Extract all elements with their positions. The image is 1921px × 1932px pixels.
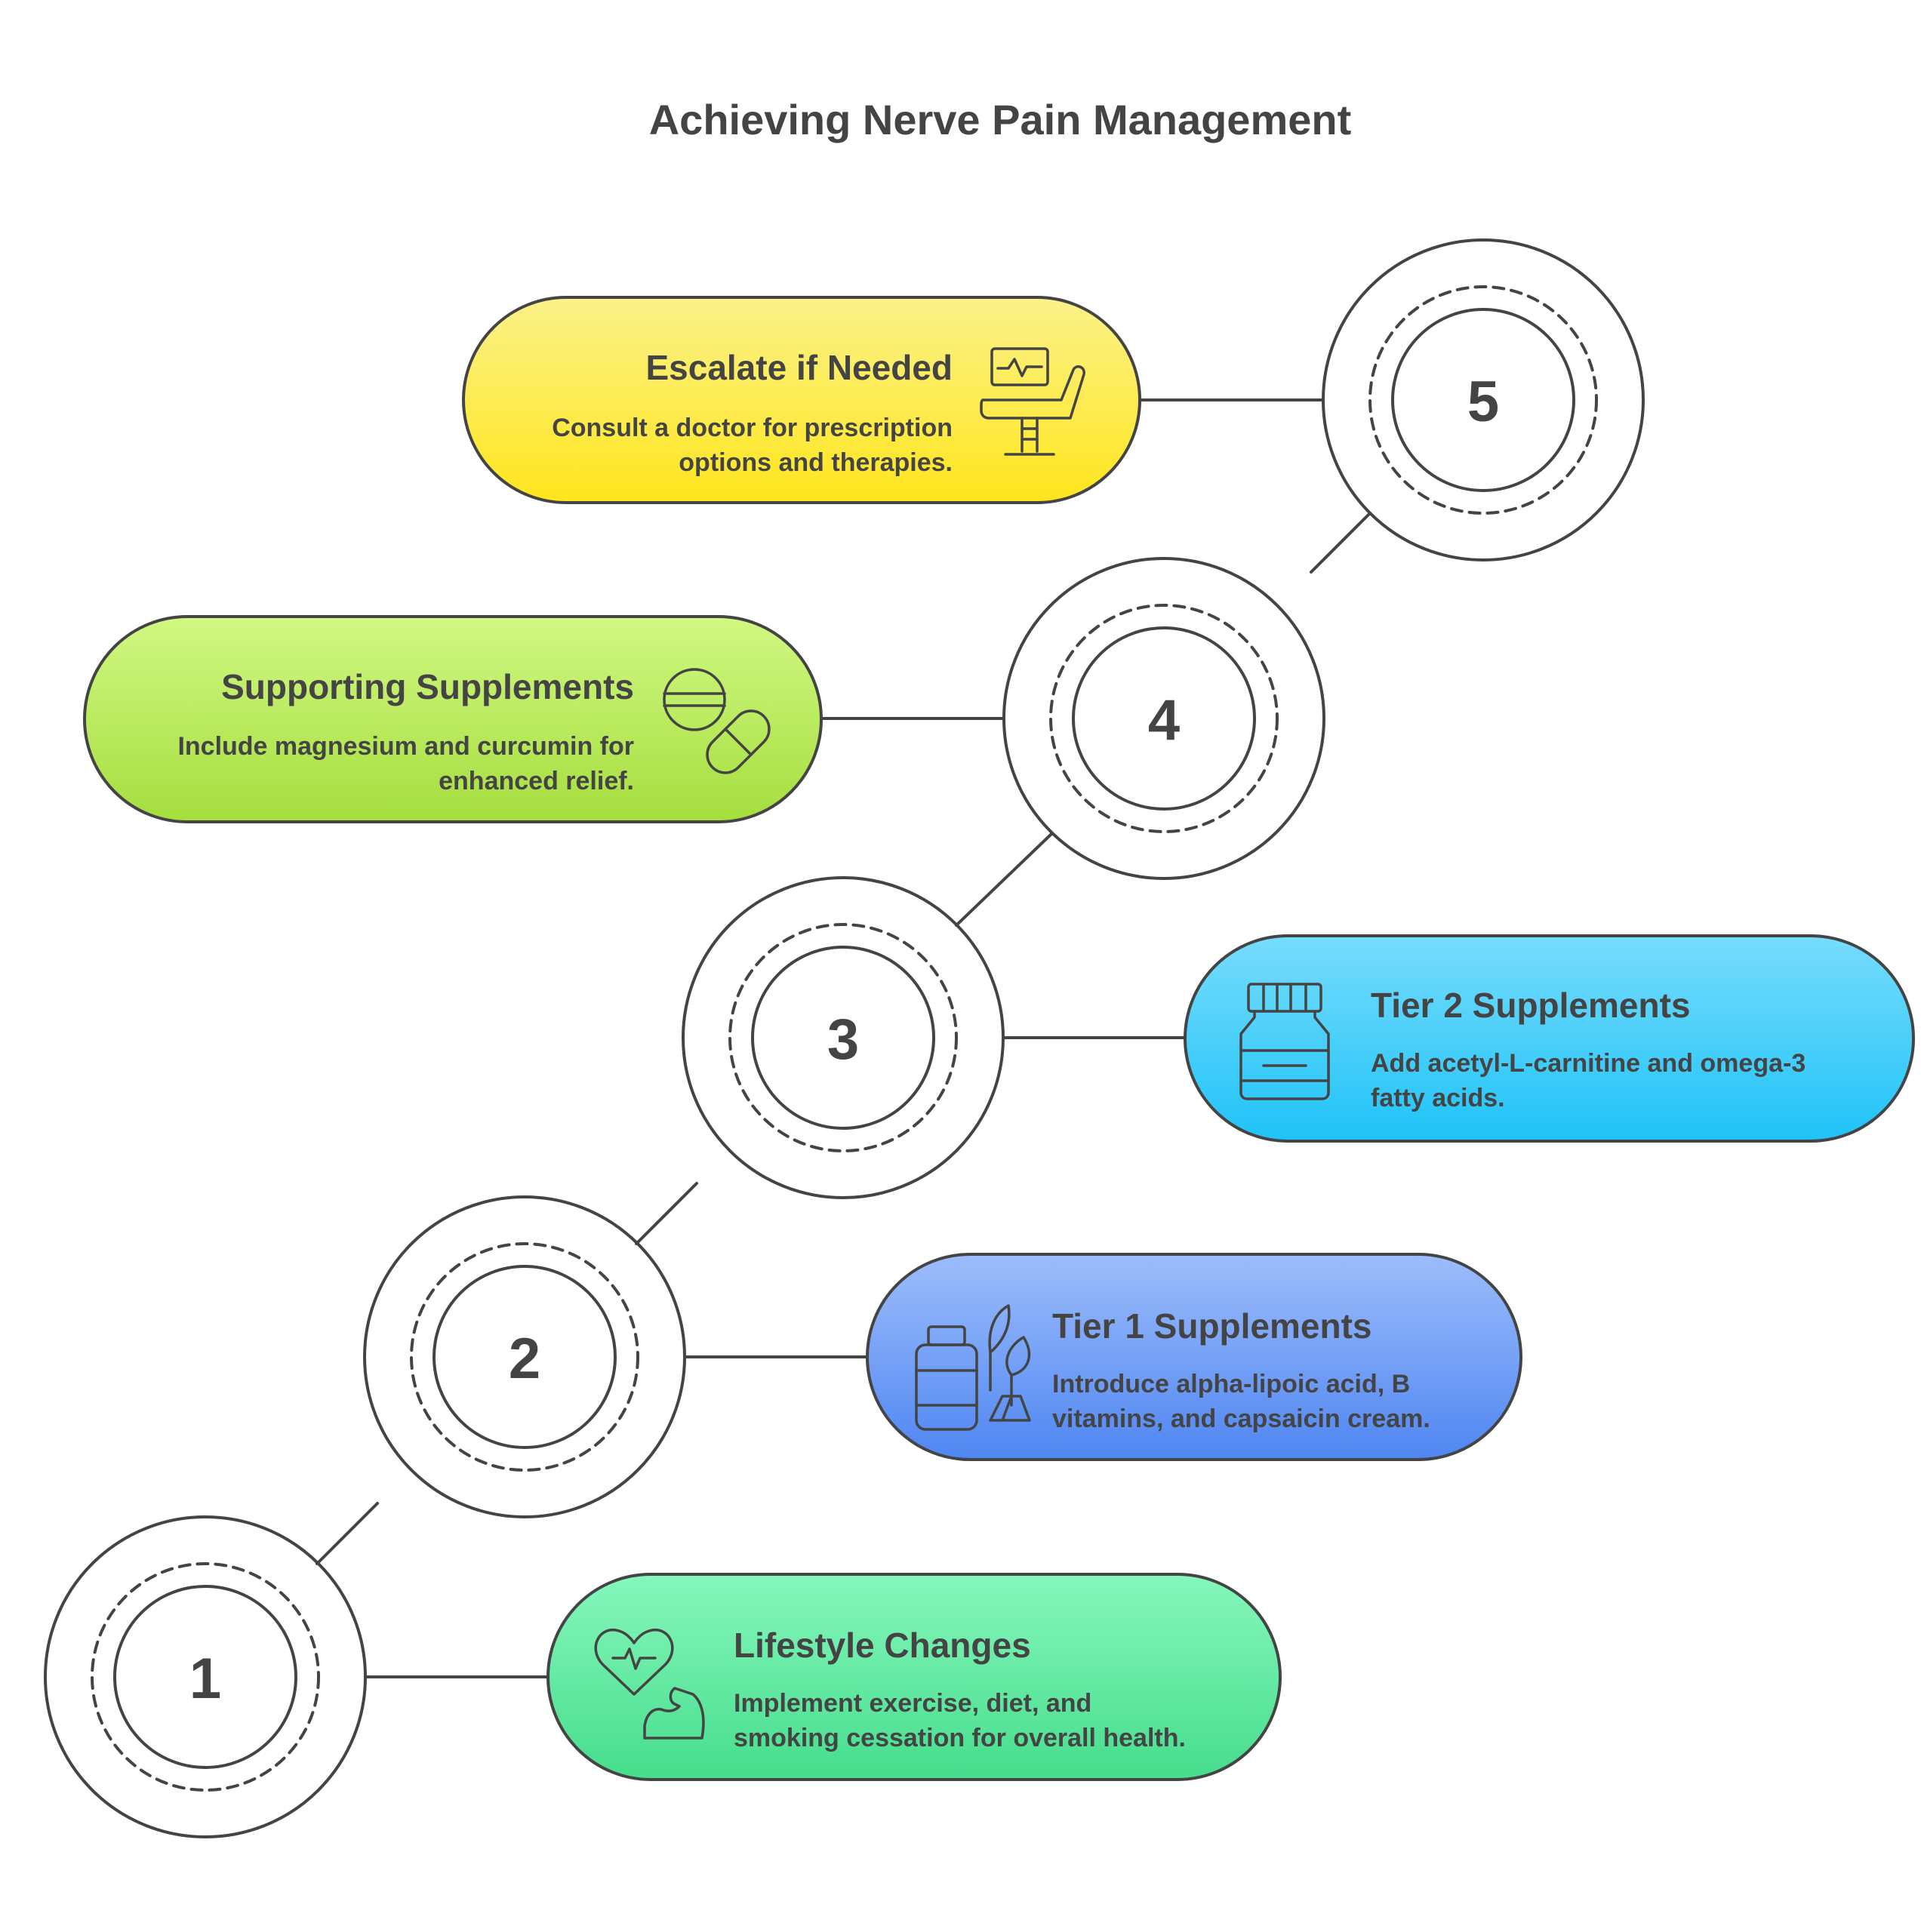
step-4-number: 4 <box>1148 688 1180 752</box>
diagram-title: Achieving Nerve Pain Management <box>649 96 1352 143</box>
step-1: 1 Lifestyle Changes Implement exercise, … <box>44 1515 1282 1838</box>
connector-3-4 <box>955 832 1053 927</box>
step-1-desc-line-1: Implement exercise, diet, and <box>734 1689 1091 1718</box>
supplement-jar-icon <box>1239 983 1330 1100</box>
step-4-card <box>83 615 823 823</box>
step-4: 4 Supporting Supplements Include magnesi… <box>83 557 1325 880</box>
step-3-number: 3 <box>827 1008 859 1072</box>
step-4-desc-line-1: Include magnesium and curcumin for <box>177 732 634 761</box>
step-5: 5 Escalate if Needed Consult a doctor fo… <box>462 238 1645 561</box>
step-2-title: Tier 1 Supplements <box>1052 1306 1372 1346</box>
heart-muscle-icon <box>594 1628 705 1740</box>
step-5-card <box>462 296 1141 504</box>
step-5-desc-line-2: options and therapies. <box>679 448 953 477</box>
connector-2-3 <box>635 1182 698 1245</box>
step-2-desc-line-1: Introduce alpha-lipoic acid, B <box>1052 1370 1410 1398</box>
step-1-title: Lifestyle Changes <box>734 1626 1031 1665</box>
step-3-card <box>1184 934 1915 1143</box>
step-3: 3 Tier 2 Supplements Add acetyl-L-carnit… <box>682 876 1915 1199</box>
bottle-herbs-icon <box>915 1304 1031 1431</box>
step-5-desc-line-1: Consult a doctor for prescription <box>552 414 953 442</box>
step-2-card <box>866 1253 1522 1461</box>
step-5-title: Escalate if Needed <box>645 348 953 387</box>
step-1-card <box>546 1573 1282 1781</box>
step-5-number: 5 <box>1467 370 1499 434</box>
step-4-title: Supporting Supplements <box>221 667 634 706</box>
connector-1-2 <box>316 1502 379 1565</box>
step-3-desc-line-1: Add acetyl-L-carnitine and omega-3 <box>1371 1049 1806 1078</box>
step-2-number: 2 <box>509 1327 540 1391</box>
step-1-desc-line-2: smoking cessation for overall health. <box>734 1724 1186 1752</box>
connector-4-5 <box>1310 512 1371 574</box>
pills-icon <box>663 668 771 774</box>
step-3-desc-line-2: fatty acids. <box>1371 1084 1505 1112</box>
step-2: 2 Tier 1 Supplements Introduce alpha-lip… <box>363 1195 1522 1518</box>
step-4-desc-line-2: enhanced relief. <box>439 767 634 795</box>
step-2-desc-line-2: vitamins, and capsaicin cream. <box>1052 1404 1430 1433</box>
medical-chair-monitor-icon <box>980 347 1085 456</box>
step-3-title: Tier 2 Supplements <box>1371 986 1691 1025</box>
step-1-number: 1 <box>189 1647 221 1711</box>
